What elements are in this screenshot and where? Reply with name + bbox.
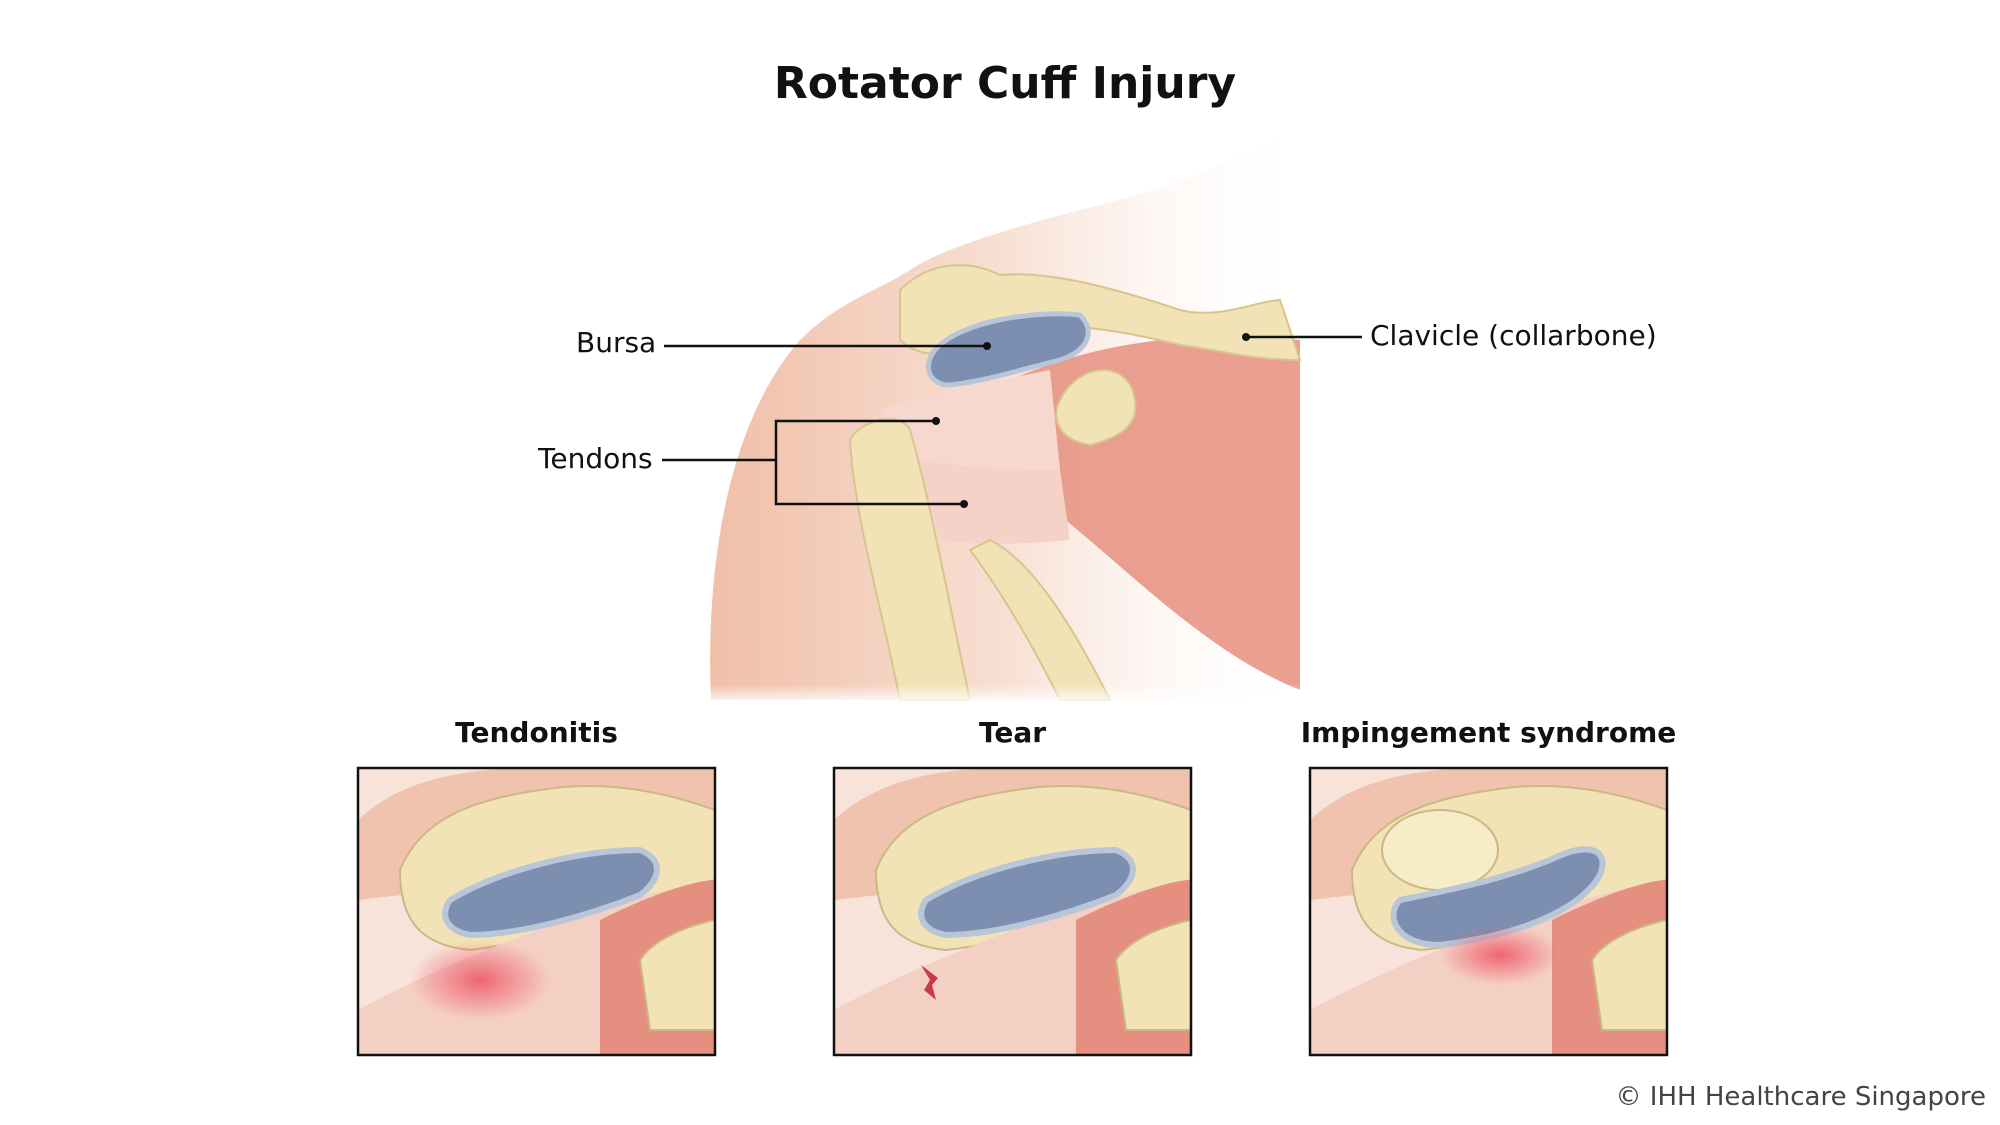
panel-frames xyxy=(356,766,1669,1057)
leader-lines xyxy=(662,335,1362,506)
panel-impingement-illustration xyxy=(1310,768,1667,1055)
bone-spur xyxy=(1381,809,1499,891)
panel-tear-illustration xyxy=(834,768,1191,1055)
tendon xyxy=(880,370,1060,475)
diagram-title: Rotator Cuff Injury xyxy=(773,58,1237,109)
copyright-notice: © IHH Healthcare Singapore xyxy=(1615,1082,1986,1112)
label-clavicle: Clavicle (collarbone) xyxy=(1370,319,1657,352)
bursa xyxy=(925,311,1091,388)
coracoid-bone xyxy=(1055,369,1137,447)
tendon xyxy=(920,460,1070,544)
label-tendons: Tendons xyxy=(538,442,653,475)
panel-title-impingement: Impingement syndrome xyxy=(1300,716,1677,749)
panel-title-tendonitis: Tendonitis xyxy=(455,716,618,749)
panel-title-tear: Tear xyxy=(978,716,1047,749)
label-bursa: Bursa xyxy=(576,326,657,359)
tear-mark xyxy=(921,965,938,1000)
panel-tendonitis-illustration xyxy=(358,768,715,1055)
leader-dots xyxy=(932,333,1250,508)
